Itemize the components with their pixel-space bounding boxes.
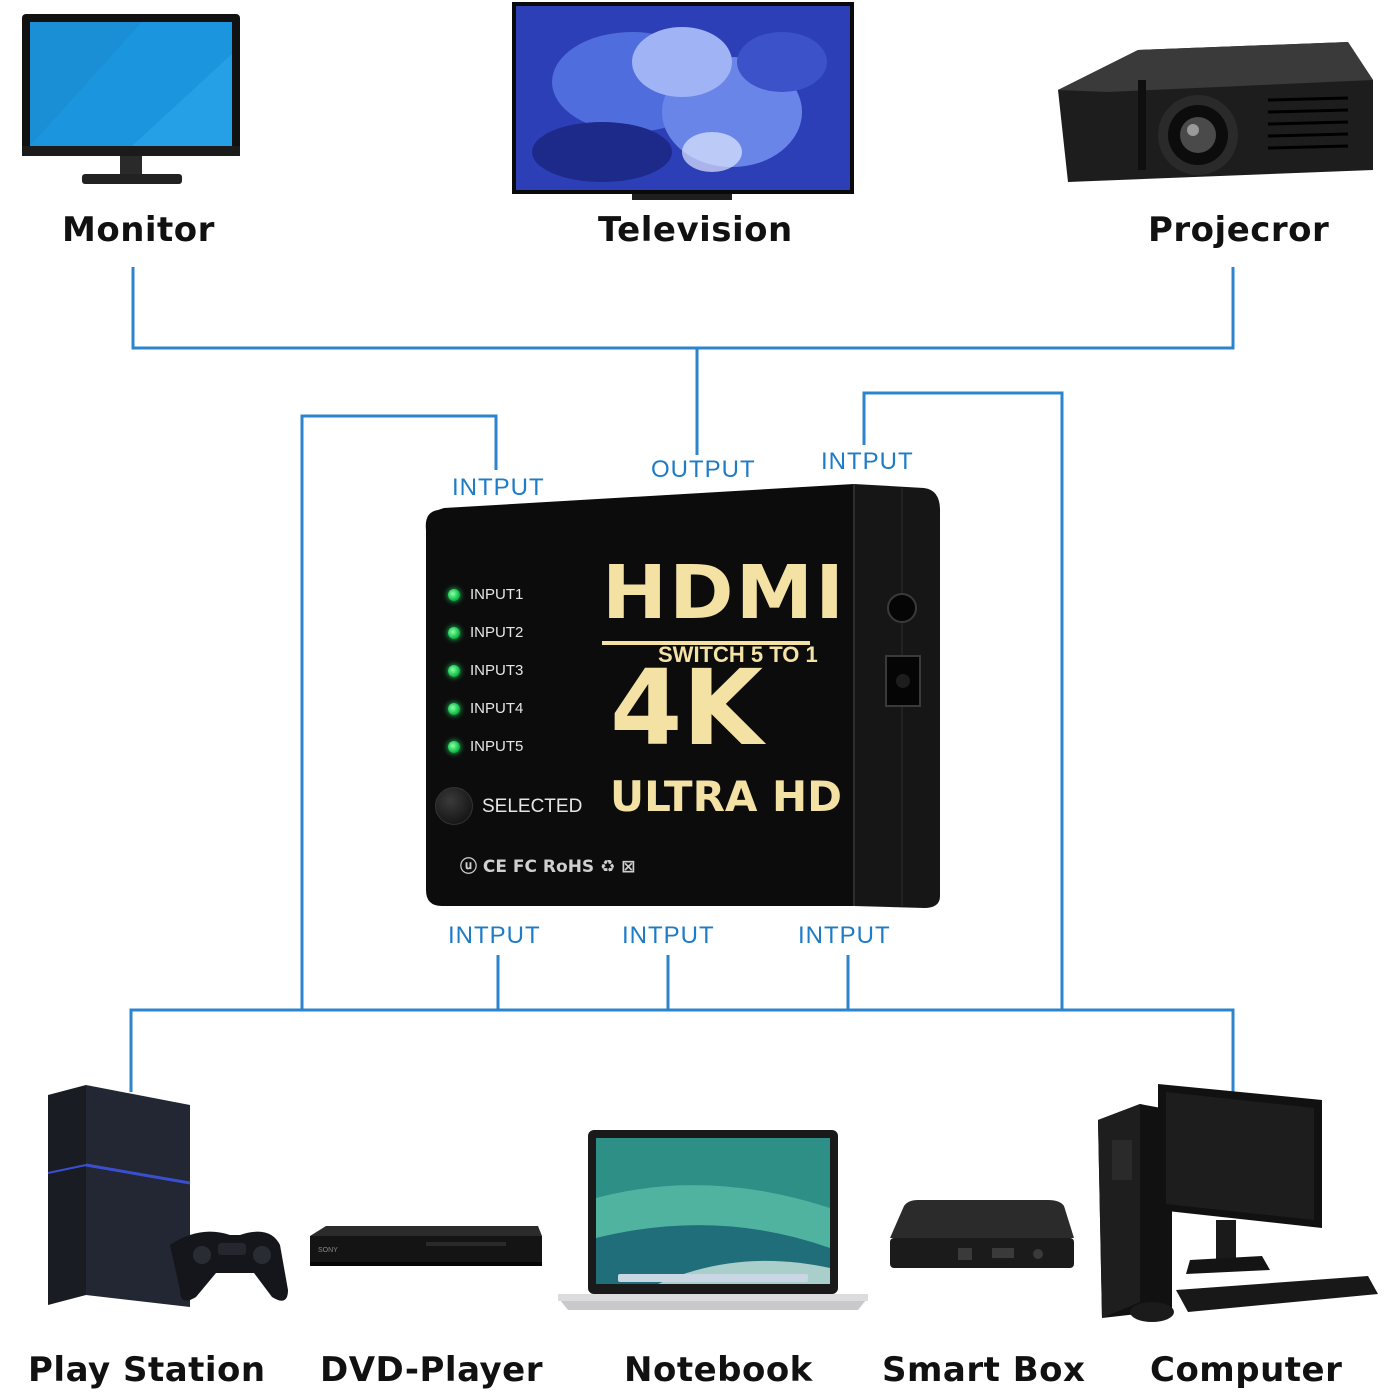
led-indicator — [448, 588, 460, 601]
input-label-computer: Computer — [1150, 1350, 1343, 1390]
computer-icon — [1092, 1080, 1382, 1330]
led-label: INPUT3 — [470, 662, 524, 679]
led-indicator — [448, 664, 460, 677]
switch-resolution: 4K — [610, 647, 763, 769]
switch-subtitle: SWITCH 5 TO 1 — [658, 642, 818, 667]
port-label-input-top-left: INTPUT — [452, 474, 545, 501]
switch-ultra-hd: ULTRA HD — [610, 772, 843, 821]
led-label: INPUT5 — [470, 738, 524, 755]
port-label-input-bottom-1: INTPUT — [448, 922, 541, 949]
projector-icon — [1048, 20, 1378, 190]
led-input-3: INPUT3 — [448, 662, 523, 679]
dvd-player-icon: SONY — [306, 1222, 546, 1272]
hdmi-switch: HDMI SWITCH 5 TO 1 4K ULTRA HD SELECTED … — [424, 480, 944, 912]
led-input-2: INPUT2 — [448, 624, 523, 641]
led-label: INPUT2 — [470, 624, 524, 641]
notebook-icon — [558, 1128, 868, 1312]
led-indicator — [448, 740, 460, 753]
led-input-1: INPUT1 — [448, 586, 523, 603]
switch-brand: HDMI — [602, 550, 847, 636]
selected-label: SELECTED — [482, 796, 583, 817]
port-label-input-bottom-3: INTPUT — [798, 922, 891, 949]
port-label-output: OUTPUT — [651, 456, 756, 483]
monitor-icon — [22, 14, 242, 189]
input-label-smart-box: Smart Box — [882, 1350, 1086, 1390]
certification-marks: ⓤ CE FC RoHS ♻ ⊠ — [460, 857, 636, 877]
television-icon — [512, 2, 856, 202]
input-label-notebook: Notebook — [624, 1350, 813, 1390]
led-indicator — [448, 626, 460, 639]
playstation-icon — [40, 1085, 290, 1315]
output-label-projector: Projecror — [1148, 210, 1330, 250]
port-label-input-bottom-2: INTPUT — [622, 922, 715, 949]
output-label-monitor: Monitor — [62, 210, 215, 250]
input-label-play-station: Play Station — [28, 1350, 266, 1390]
port-label-input-top-right: INTPUT — [821, 448, 914, 475]
led-input-4: INPUT4 — [448, 700, 523, 717]
smart-box-icon — [888, 1198, 1074, 1278]
svg-text:SONY: SONY — [318, 1247, 338, 1254]
selected-button[interactable] — [436, 788, 472, 824]
led-label: INPUT4 — [470, 700, 524, 717]
output-label-television: Television — [598, 210, 793, 250]
led-label: INPUT1 — [470, 586, 524, 603]
led-input-5: INPUT5 — [448, 738, 523, 755]
led-indicator — [448, 702, 460, 715]
input-label-dvd-player: DVD-Player — [320, 1350, 543, 1390]
